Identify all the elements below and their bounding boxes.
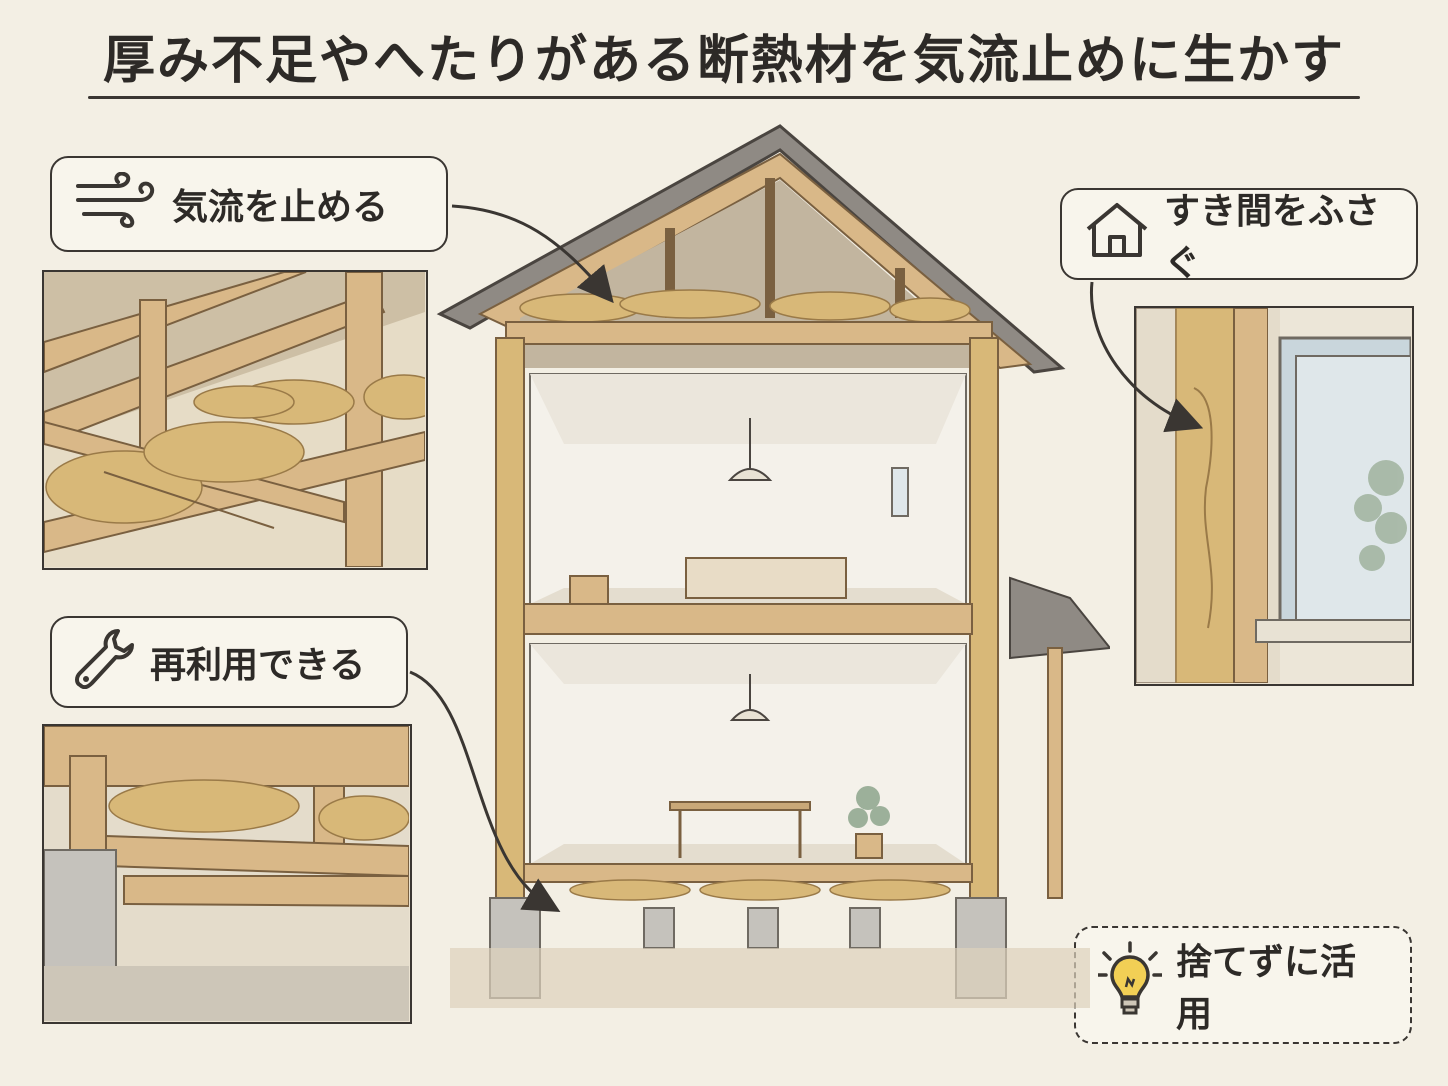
label-use-text: 捨てずに活用 bbox=[1176, 942, 1357, 1035]
panel-wall-detail bbox=[1134, 306, 1414, 686]
middle-floor bbox=[523, 603, 973, 635]
wrench-icon bbox=[74, 627, 136, 698]
page-title: 厚み不足やへたりがある断熱材を気流止めに生かす bbox=[102, 31, 1345, 91]
title-underline bbox=[88, 96, 1360, 99]
wind-icon bbox=[74, 171, 158, 237]
panel-attic-detail bbox=[42, 270, 428, 570]
label-reuse-text: 再利用できる bbox=[150, 645, 366, 686]
ground-floor-deck bbox=[523, 863, 973, 883]
label-use: 捨てずに活用 bbox=[1074, 926, 1412, 1044]
label-airflow-text: 気流を止める bbox=[172, 187, 389, 228]
label-gap-text: すき間をふさぐ bbox=[1164, 191, 1381, 284]
label-gap: すき間をふさぐ bbox=[1060, 188, 1418, 284]
lightbulb-icon bbox=[1096, 940, 1164, 1030]
panel-floor-detail bbox=[42, 724, 412, 1024]
floor-insulation bbox=[569, 879, 951, 901]
label-airflow: 気流を止める bbox=[50, 156, 448, 252]
house-cross-section bbox=[430, 118, 1110, 1008]
label-reuse: 再利用できる bbox=[50, 616, 408, 708]
house-icon bbox=[1084, 201, 1150, 268]
